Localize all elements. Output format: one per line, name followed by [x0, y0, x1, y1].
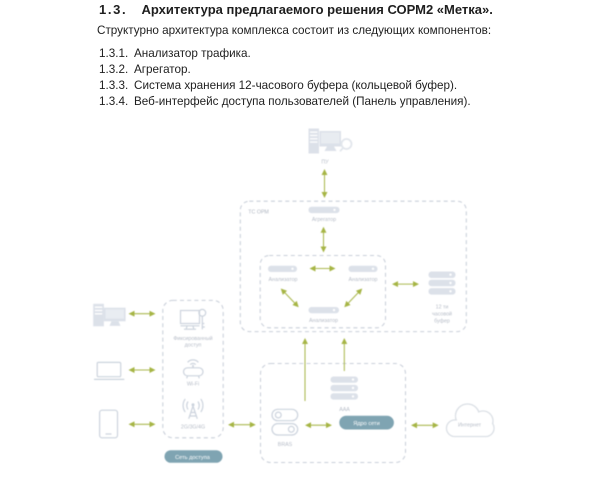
svg-text:AAA: AAA	[339, 407, 350, 413]
svg-text:2G/3G/4G: 2G/3G/4G	[181, 424, 205, 430]
svg-text:Сеть доступа: Сеть доступа	[175, 455, 211, 461]
svg-text:ПУ: ПУ	[321, 159, 329, 165]
svg-text:часовой: часовой	[432, 311, 452, 318]
svg-text:Анализатор: Анализатор	[309, 318, 338, 324]
svg-text:12 ти: 12 ти	[436, 305, 449, 311]
svg-text:доступ: доступ	[185, 343, 202, 349]
svg-text:Фиксированный: Фиксированный	[173, 335, 212, 342]
svg-text:буфер: буфер	[434, 319, 450, 325]
svg-text:Анализатор: Анализатор	[349, 277, 378, 283]
svg-text:Интернет: Интернет	[458, 423, 482, 429]
svg-text:Ядро сети: Ядро сети	[353, 421, 380, 427]
svg-text:BRAS: BRAS	[278, 442, 293, 448]
svg-text:Wi-Fi: Wi-Fi	[187, 381, 199, 387]
svg-text:Агрегатор: Агрегатор	[312, 217, 336, 223]
svg-text:Анализатор: Анализатор	[269, 277, 298, 283]
svg-text:ТС ОРМ: ТС ОРМ	[248, 209, 269, 215]
